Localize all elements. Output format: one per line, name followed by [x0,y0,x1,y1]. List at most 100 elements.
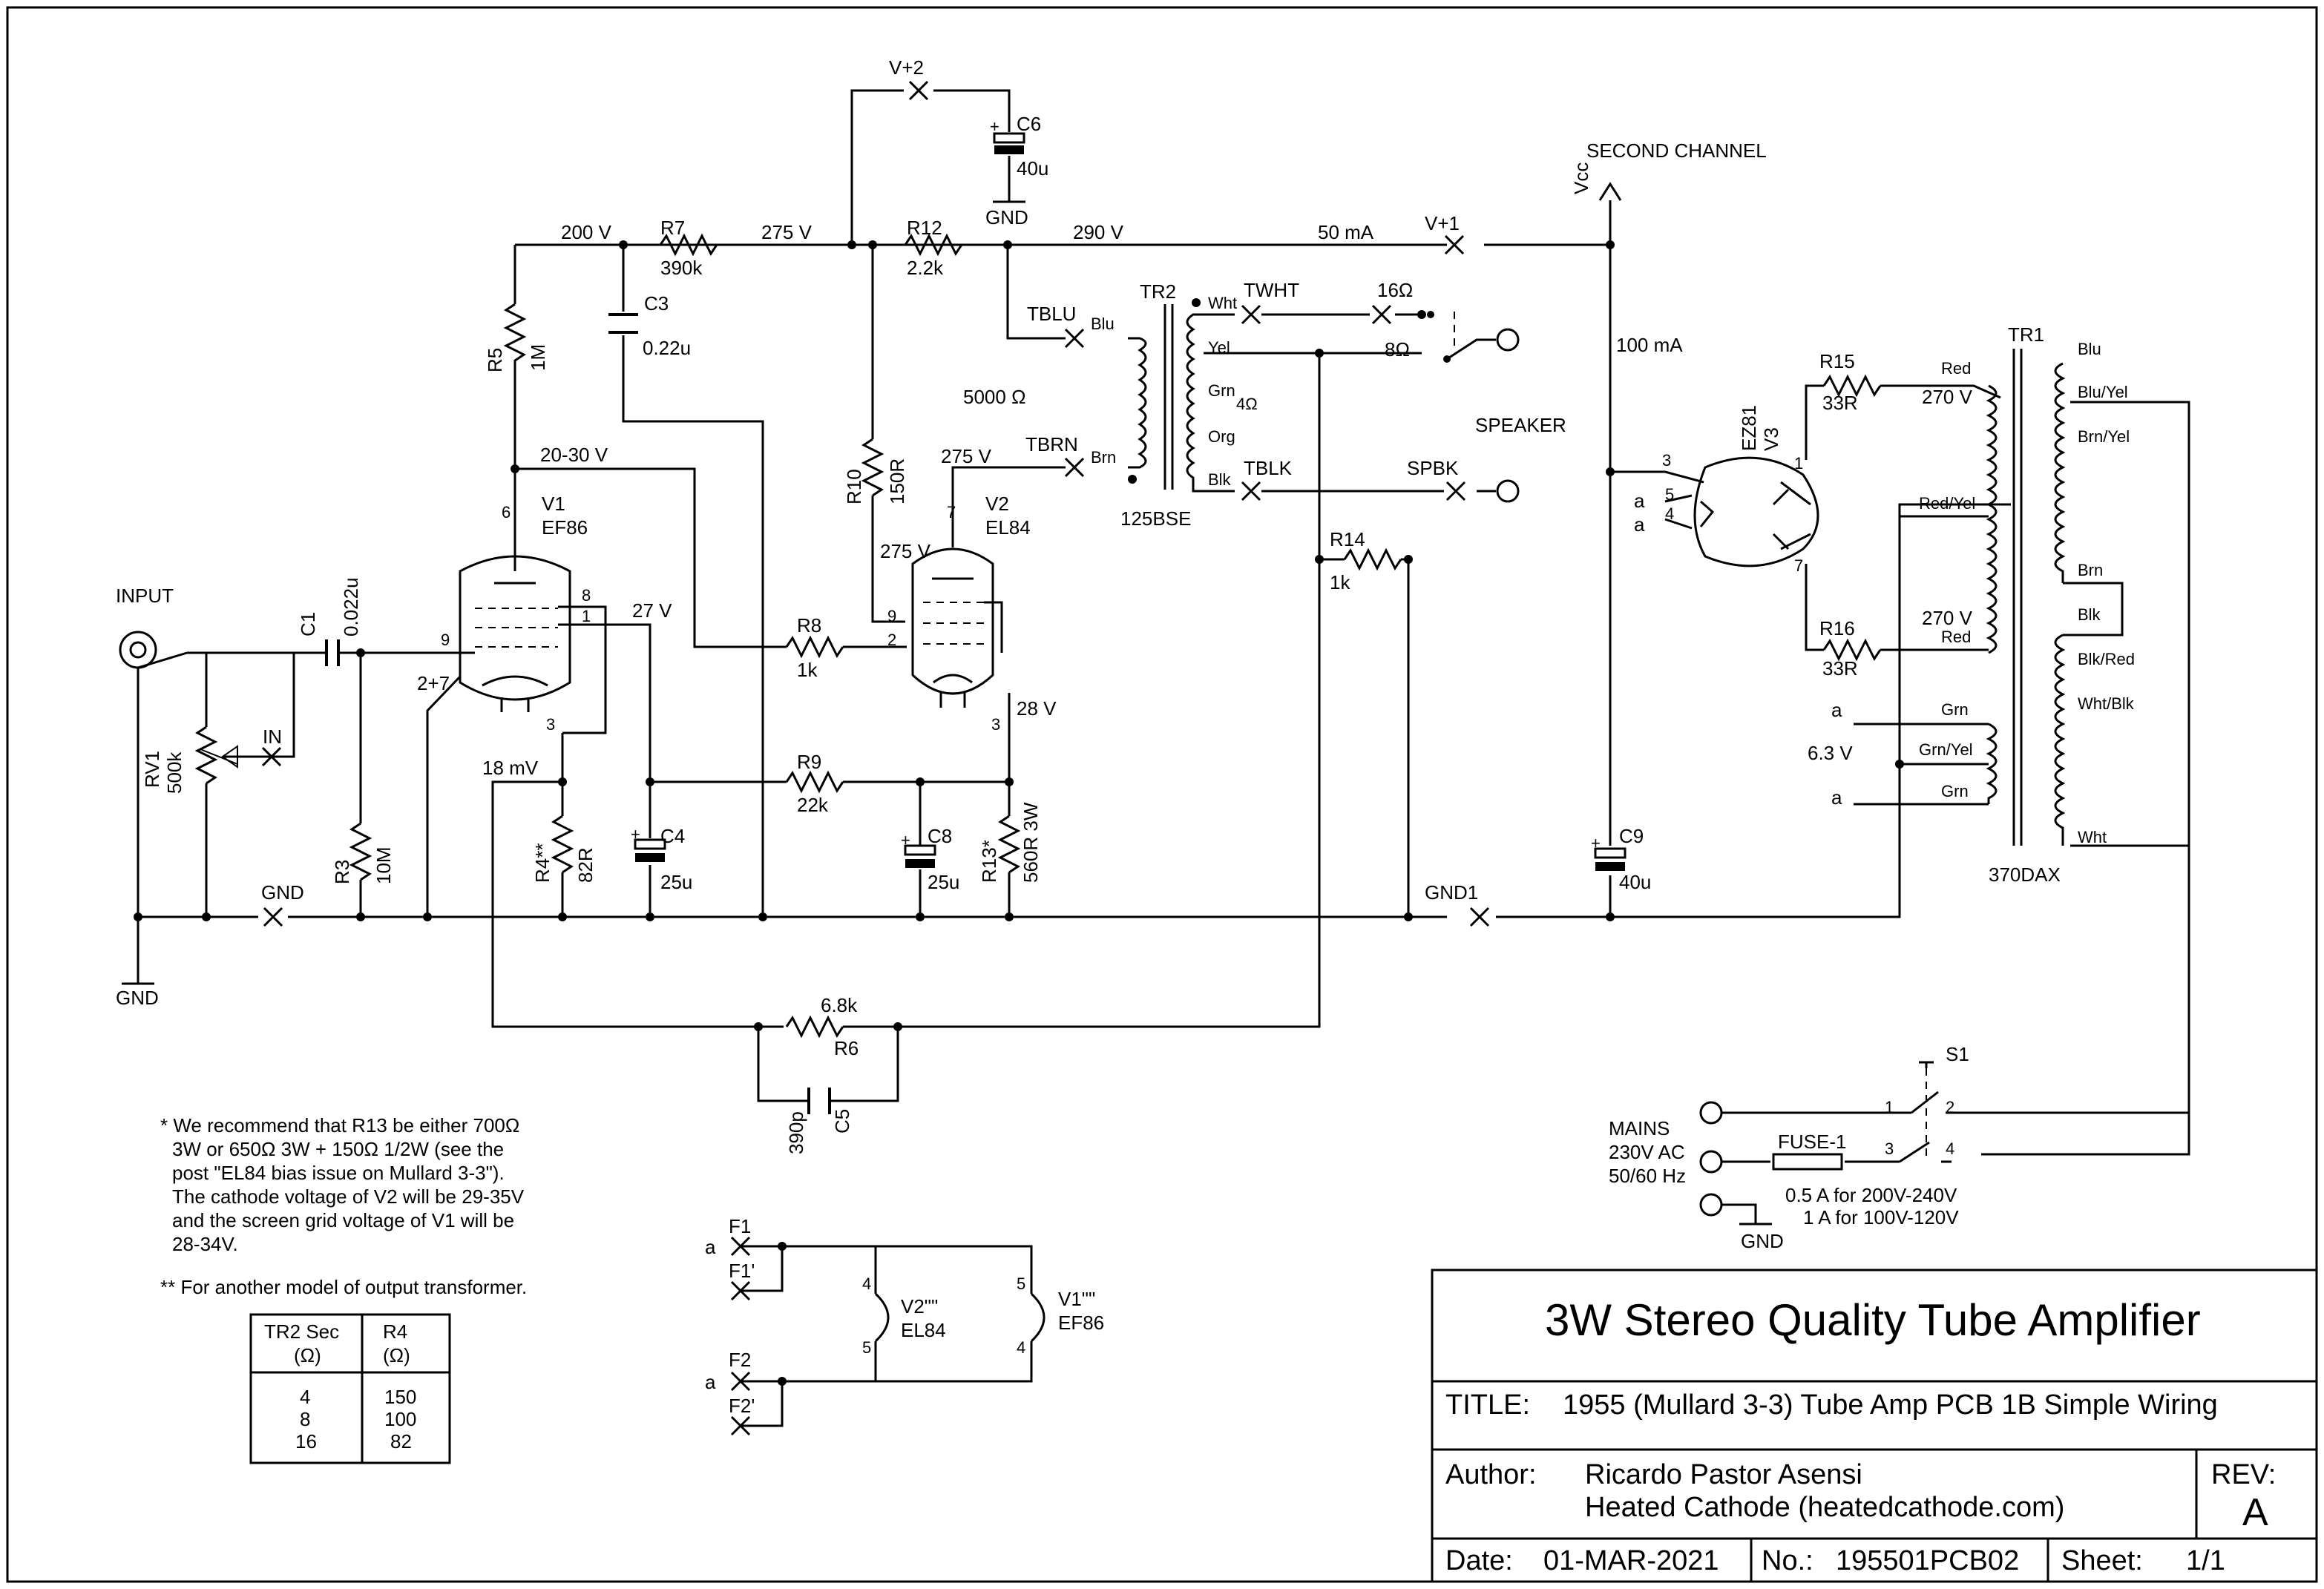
svg-text:3: 3 [546,715,555,734]
resistor-r9 [785,772,844,792]
tube-v3 [1664,456,1819,568]
svg-text:150R: 150R [886,458,908,504]
svg-text:a: a [1831,699,1842,721]
sheet-frame [6,6,2318,1583]
svg-text:Grn/Yel: Grn/Yel [1919,740,1973,759]
resistor-r13 [999,815,1020,874]
svg-text:4: 4 [1665,504,1674,523]
resistors [196,234,1882,1037]
svg-text:R8: R8 [797,614,821,636]
voltage-28: 28 V [1017,697,1057,720]
current-100: 100 mA [1616,334,1683,356]
svg-text:a: a [705,1236,716,1258]
connectors [119,80,1772,1436]
voltage-18mv: 18 mV [482,757,539,779]
svg-text:TR2: TR2 [1140,280,1176,303]
svg-text:6.8k: 6.8k [821,994,858,1016]
cap-c3 [608,313,638,334]
organization: Heated Cathode (heatedcathode.com) [1585,1492,2064,1523]
svg-text:Wht: Wht [2078,828,2107,846]
cap-c9 [1594,847,1627,859]
svg-text:FUSE-1: FUSE-1 [1778,1131,1846,1153]
revision: A [2242,1491,2268,1534]
svg-text:F2: F2 [729,1349,751,1371]
svg-text:R15: R15 [1819,350,1855,372]
svg-text:F1': F1' [729,1260,755,1282]
svg-text:post "EL84 bias issue on Mulla: post "EL84 bias issue on Mullard 3-3"). [172,1162,505,1184]
svg-text:4: 4 [862,1274,871,1293]
svg-text:2: 2 [1946,1098,1954,1116]
svg-text:82R: 82R [574,847,597,883]
svg-text:+: + [631,825,640,843]
svg-text:22k: 22k [797,794,829,816]
resistor-r5 [505,303,525,362]
svg-text:GND: GND [1741,1230,1784,1252]
svg-text:5: 5 [862,1338,871,1357]
svg-text:+: + [990,117,999,136]
svg-text:C5: C5 [831,1109,853,1134]
svg-text:R13*: R13* [978,840,1000,883]
svg-text:33R: 33R [1822,657,1858,680]
svg-text:* We recommend that R13 be eit: * We recommend that R13 be either 700Ω [160,1114,519,1136]
svg-text:INPUT: INPUT [116,585,174,607]
svg-text:Blu: Blu [1091,315,1115,333]
r4-table: TR2 Sec (Ω) R4 (Ω) 4 150 8 100 16 82 [249,1313,451,1464]
voltage-2030: 20-30 V [540,444,608,466]
voltage-270b: 270 V [1922,607,1973,629]
svg-text:C1: C1 [297,612,319,636]
transformer-tr2 [1128,298,1204,493]
svg-text:SPBK: SPBK [1407,457,1459,479]
resistor-r8 [785,636,844,657]
svg-text:4Ω: 4Ω [1236,395,1258,413]
svg-text:a: a [1634,513,1645,536]
title-text: 1955 (Mullard 3-3) Tube Amp PCB 1B Simpl… [1563,1389,2218,1421]
svg-text:2: 2 [887,631,896,649]
svg-text:Red: Red [1941,359,1971,378]
impedance-5000: 5000 Ω [963,386,1026,408]
resistor-r4 [552,815,573,874]
cap-c6 [993,132,1025,144]
svg-text:Blk: Blk [2078,605,2101,624]
svg-text:V1"": V1"" [1058,1288,1095,1310]
voltage-275b: 275 V [941,445,992,467]
svg-text:1k: 1k [1330,571,1350,593]
svg-text:6: 6 [502,503,511,522]
title-heading: 3W Stereo Quality Tube Amplifier [1545,1295,2201,1345]
tube-v2 [911,547,1003,708]
resistor-r6 [785,1016,844,1037]
svg-text:8: 8 [300,1408,310,1430]
voltage-27: 27 V [632,599,672,622]
svg-text:2+7: 2+7 [417,672,450,694]
svg-text:TITLE:: TITLE: [1445,1389,1530,1421]
svg-text:MAINS: MAINS [1609,1117,1670,1139]
svg-text:TWHT: TWHT [1244,279,1299,301]
svg-text:Grn: Grn [1941,700,1969,719]
capacitors: + + + + [325,117,1627,1114]
svg-text:Red/Yel: Red/Yel [1919,494,1975,513]
svg-text:V+1: V+1 [1425,212,1460,234]
svg-text:EL84: EL84 [985,516,1031,539]
heater-symbols [874,1292,1046,1343]
svg-text:5: 5 [1665,485,1674,504]
svg-text:TBRN: TBRN [1025,433,1078,455]
svg-text:82: 82 [390,1430,412,1453]
svg-text:Sheet:: Sheet: [2061,1545,2143,1576]
svg-text:Wht: Wht [1208,294,1237,312]
svg-text:R5: R5 [484,348,506,372]
resistor-r14 [1343,549,1402,570]
svg-text:1: 1 [1794,454,1803,473]
svg-text:25u: 25u [660,871,692,893]
svg-text:TR2 Sec: TR2 Sec [264,1320,339,1343]
svg-text:1: 1 [582,607,591,625]
svg-text:R16: R16 [1819,617,1855,639]
svg-text:1M: 1M [527,344,549,371]
svg-text:Red: Red [1941,628,1971,646]
svg-text:25u: 25u [928,871,959,893]
svg-text:28-34V.: 28-34V. [172,1233,238,1255]
svg-text:Grn: Grn [1208,381,1235,400]
svg-text:R14: R14 [1330,528,1365,550]
svg-text:560R 3W: 560R 3W [1020,802,1042,883]
voltage-270a: 270 V [1922,386,1973,408]
svg-text:Author:: Author: [1445,1459,1537,1490]
